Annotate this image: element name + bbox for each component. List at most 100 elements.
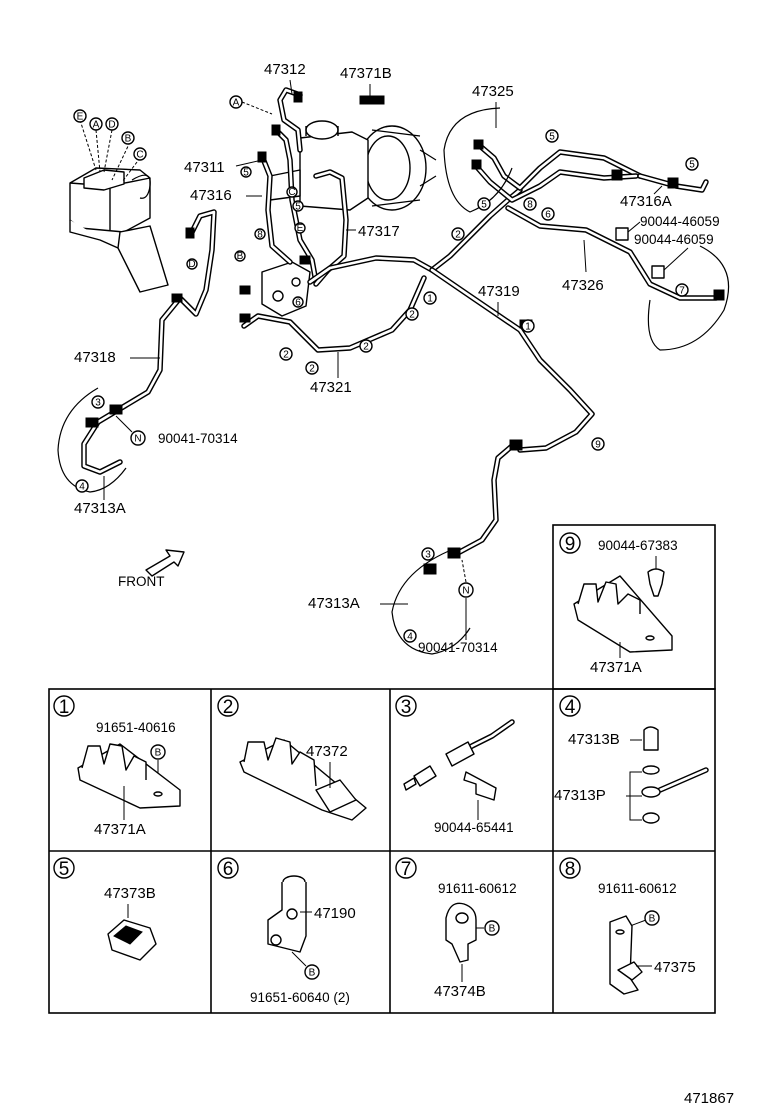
svg-text:2: 2 [455,230,461,241]
abs-letter-callouts: E A D B C [73,109,147,161]
svg-text:2: 2 [223,697,234,718]
svg-text:91651-40616: 91651-40616 [96,720,176,735]
svg-text:D: D [108,120,115,131]
svg-text:N: N [462,586,469,597]
svg-text:47321: 47321 [310,379,352,396]
svg-text:47316: 47316 [190,187,232,204]
abs-actuator [69,119,169,293]
svg-text:1: 1 [427,294,433,305]
svg-text:3: 3 [401,697,412,718]
master-cylinder [269,120,369,211]
svg-text:8: 8 [565,859,576,880]
svg-text:6: 6 [295,298,301,309]
mc-letter-callouts: C E B D [186,186,306,270]
svg-text:2: 2 [409,310,415,321]
panel-3: 3 90044-65441 [395,695,515,835]
svg-text:47371A: 47371A [590,659,642,676]
svg-text:9: 9 [595,440,601,451]
svg-text:47316A: 47316A [620,193,672,210]
svg-text:47374B: 47374B [434,983,486,1000]
svg-text:91651-60640 (2): 91651-60640 (2) [250,990,350,1005]
svg-text:8: 8 [257,230,263,241]
panel-7: 7 91611-60612 B 47374B [395,857,517,1000]
svg-text:E: E [77,112,84,123]
svg-text:5: 5 [59,859,70,880]
panel-6: 6 47190 B 91651-60640 (2) [217,857,356,1005]
wheel-outlines [57,107,730,655]
svg-text:E: E [297,223,304,234]
svg-text:47313P: 47313P [554,787,606,804]
panel-8: 8 91611-60612 B 47375 [559,857,696,995]
svg-text:B: B [125,134,132,145]
svg-text:2: 2 [283,350,289,361]
svg-text:9: 9 [565,534,576,555]
svg-text:47325: 47325 [472,83,514,100]
panel-2: 2 47372 [217,695,367,821]
part-labels: 47312 47371B A 47325 47311 47316 47316A … [74,61,720,655]
svg-text:47311: 47311 [184,159,225,176]
panel-4: 4 47313B 47313P [554,695,709,824]
svg-text:D: D [188,259,195,270]
panel-9: 9 90044-67383 47371A [559,532,678,676]
svg-text:47313B: 47313B [568,731,620,748]
svg-text:47371B: 47371B [340,65,392,82]
svg-text:47371A: 47371A [94,821,146,838]
svg-text:5: 5 [295,202,301,213]
svg-text:90044-46059: 90044-46059 [634,232,714,247]
svg-text:6: 6 [545,210,551,221]
svg-text:90041-70314: 90041-70314 [158,431,238,446]
svg-text:3: 3 [425,550,431,561]
svg-text:B: B [155,748,162,759]
svg-text:47313A: 47313A [74,500,126,517]
panel-5: 5 47373B [53,857,157,961]
pipe-fittings [85,91,725,575]
svg-text:47372: 47372 [306,743,348,760]
svg-text:3: 3 [95,398,101,409]
svg-text:4: 4 [565,697,576,718]
svg-text:8: 8 [527,200,533,211]
svg-text:7: 7 [401,859,412,880]
svg-text:2: 2 [363,342,369,353]
svg-text:47373B: 47373B [104,885,156,902]
svg-text:47326: 47326 [562,277,604,294]
svg-text:2: 2 [309,364,315,375]
svg-text:47375: 47375 [654,959,696,976]
svg-text:47190: 47190 [314,905,356,922]
svg-text:A: A [93,120,100,131]
svg-text:90044-46059: 90044-46059 [640,214,720,229]
svg-text:47313A: 47313A [308,595,360,612]
front-arrow: FRONT [118,549,185,589]
svg-text:5: 5 [689,160,695,171]
svg-text:91611-60612: 91611-60612 [438,881,517,896]
svg-text:90041-70314: 90041-70314 [418,640,498,655]
svg-text:47317: 47317 [358,223,400,240]
svg-text:FRONT: FRONT [118,574,165,589]
svg-text:C: C [288,187,295,198]
svg-text:90044-67383: 90044-67383 [598,538,678,553]
svg-text:B: B [237,251,244,262]
clip-callouts: 5 5 8 6 1 2 2 2 2 2 1 9 3 4 3 4 5 5 5 8 … [75,129,699,643]
svg-text:C: C [136,150,143,161]
svg-text:7: 7 [679,286,685,297]
brake-booster [357,125,437,211]
svg-text:4: 4 [79,482,85,493]
svg-text:47312: 47312 [264,61,306,78]
proportioning-valve [261,261,311,317]
svg-text:90044-65441: 90044-65441 [434,820,514,835]
detail-panel-grid [48,524,716,1014]
svg-text:B: B [489,924,496,935]
svg-text:B: B [309,968,316,979]
svg-text:5: 5 [549,132,555,143]
svg-text:N: N [134,434,141,445]
svg-text:47319: 47319 [478,283,520,300]
svg-text:91611-60612: 91611-60612 [598,881,677,896]
svg-text:4: 4 [407,632,413,643]
figure-number: 471867 [684,1090,734,1107]
svg-text:5: 5 [481,200,487,211]
svg-text:47318: 47318 [74,349,116,366]
svg-text:A: A [233,98,240,109]
svg-text:1: 1 [59,697,70,718]
svg-text:B: B [649,914,656,925]
svg-text:6: 6 [223,859,234,880]
